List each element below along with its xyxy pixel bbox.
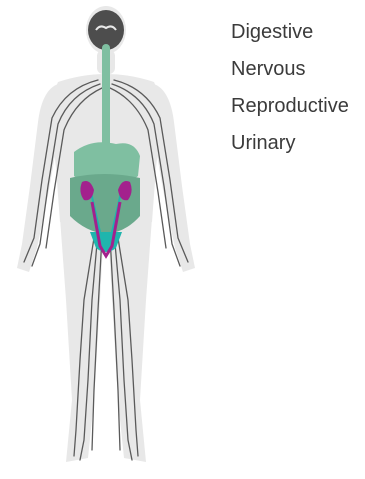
legend-item-urinary[interactable]: Urinary [231, 131, 349, 168]
human-body-icon [0, 0, 215, 479]
systems-legend: Digestive Nervous Reproductive Urinary [231, 20, 349, 168]
legend-item-nervous[interactable]: Nervous [231, 57, 349, 94]
legend-item-reproductive[interactable]: Reproductive [231, 94, 349, 131]
body-systems-figure [0, 0, 215, 479]
esophagus [102, 44, 110, 154]
legend-item-digestive[interactable]: Digestive [231, 20, 349, 57]
